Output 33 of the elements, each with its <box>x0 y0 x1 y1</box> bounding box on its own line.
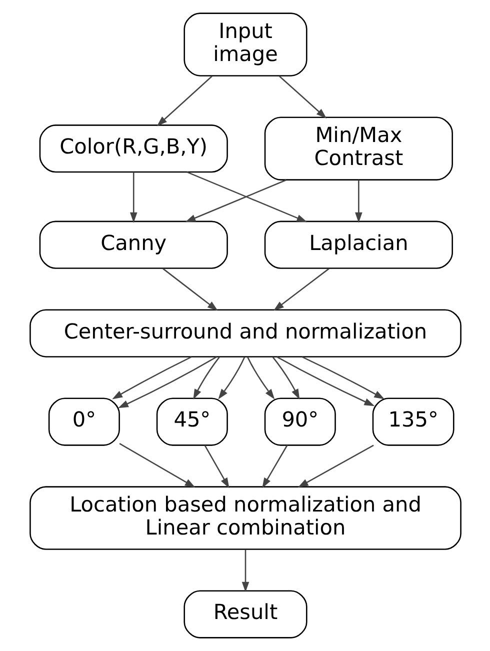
arrow <box>186 171 307 222</box>
arrow <box>117 356 216 408</box>
arrow <box>218 356 245 400</box>
node-box: Color(R,G,B,Y) <box>38 124 228 173</box>
arrow <box>297 444 374 488</box>
arrow <box>192 356 220 400</box>
arrow <box>204 444 229 488</box>
arrow <box>162 268 218 311</box>
node-box: 45° <box>156 398 228 446</box>
arrow <box>156 76 212 126</box>
arrow <box>184 179 286 222</box>
node-box: Canny <box>38 220 228 269</box>
node-box: 135° <box>372 398 454 446</box>
node-box: 90° <box>264 398 336 446</box>
arrow <box>272 356 300 400</box>
node-box: Input image <box>183 12 307 76</box>
arrow <box>354 180 362 223</box>
node-box: Laplacian <box>264 220 452 269</box>
arrow <box>246 356 274 400</box>
node-box: Result <box>183 590 307 638</box>
arrow <box>129 172 137 223</box>
node-box: 0° <box>48 398 120 446</box>
arrow <box>278 76 326 119</box>
arrow <box>241 549 249 592</box>
arrow <box>262 444 288 488</box>
arrow <box>301 356 384 400</box>
arrow <box>118 443 195 488</box>
node-box: Min/Max Contrast <box>264 116 452 180</box>
arrow <box>112 356 192 400</box>
node-box: Location based normalization and Linear combination <box>29 486 461 550</box>
arrow <box>272 268 329 311</box>
arrow <box>276 356 374 406</box>
node-box: Center-surround and normalization <box>29 309 461 358</box>
